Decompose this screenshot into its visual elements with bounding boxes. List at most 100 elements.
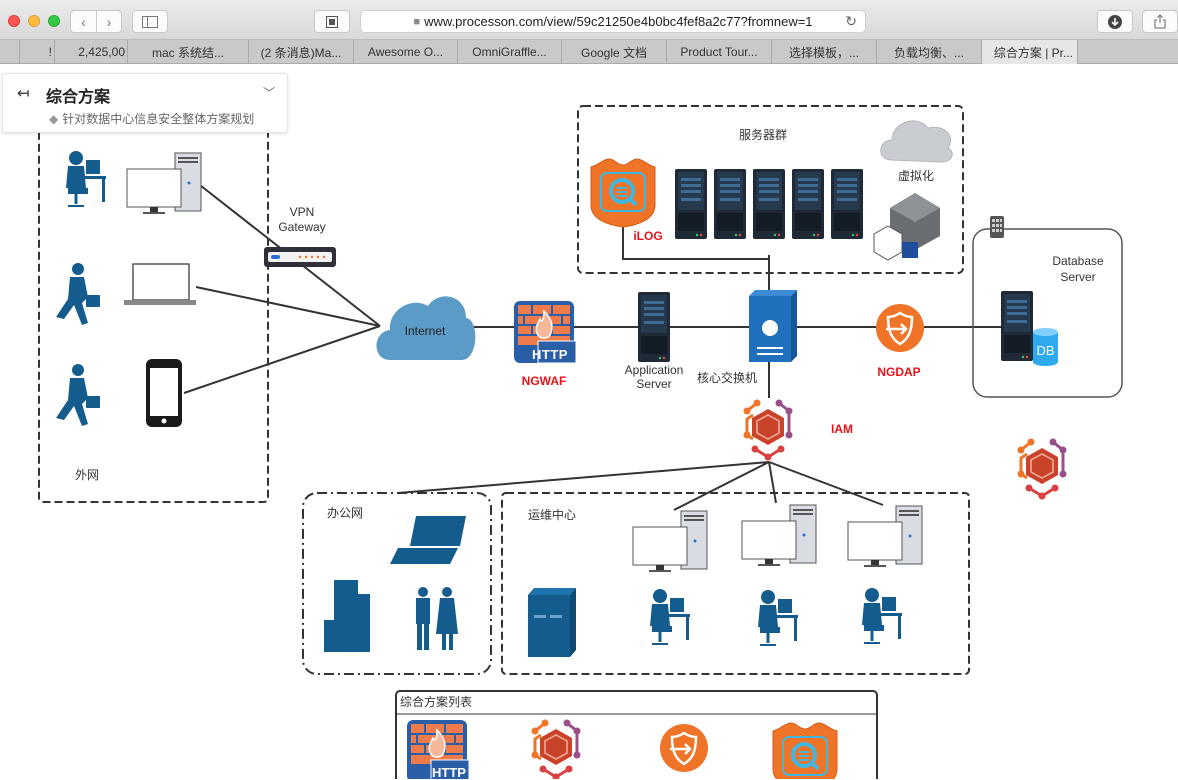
tab[interactable]: Awesome O... <box>354 40 458 64</box>
tab[interactable]: 2,425,00 <box>55 40 128 64</box>
reader-button[interactable] <box>314 10 350 33</box>
back-arrow-icon[interactable]: ↤ <box>17 85 30 102</box>
ngdap-icon <box>874 302 926 354</box>
ngdap-label: NGDAP <box>877 365 921 379</box>
server-rack-icon <box>792 169 824 239</box>
server-rack-icon <box>753 169 785 239</box>
db-server-label-line2: Server <box>1060 270 1096 284</box>
mobile-worker-icon <box>56 364 100 426</box>
iam-icon <box>742 398 794 462</box>
url-text: www.processon.com/view/59c21250e4b0bc4fe… <box>424 14 813 29</box>
tab-active[interactable]: 综合方案 | Pr... <box>982 40 1078 64</box>
tab[interactable]: 负载均衡、... <box>877 40 982 64</box>
tab[interactable]: (2 条消息)Ma... <box>249 40 354 64</box>
desktop-pc-icon <box>126 152 202 215</box>
server-rack-icon <box>675 169 707 239</box>
solution-list-title: 综合方案列表 <box>400 695 473 709</box>
database-server-rack-icon <box>1001 291 1033 361</box>
server-cluster-label: 服务器群 <box>738 128 787 142</box>
tab[interactable]: OmniGraffle... <box>458 40 562 64</box>
app-server-label-line2: Server <box>636 377 672 391</box>
tab[interactable]: 选择模板，... <box>772 40 877 64</box>
office-network-label: 办公网 <box>326 506 363 520</box>
external-network-label: 外网 <box>74 468 99 482</box>
solution-list-http-badge: HTTP <box>432 765 466 780</box>
forward-button[interactable]: › <box>96 10 122 33</box>
ngwaf-label: NGWAF <box>521 374 567 388</box>
ops-pc-icon <box>847 505 923 568</box>
document-tag: ◆针对数据中心信息安全整体方案规划 <box>49 110 254 127</box>
document-tag-text: 针对数据中心信息安全整体方案规划 <box>62 112 255 126</box>
internet-cloud-icon <box>376 296 476 360</box>
virtualization-cloud-icon <box>880 120 953 163</box>
address-bar[interactable]: ■ www.processon.com/view/59c21250e4b0bc4… <box>360 10 866 33</box>
download-icon <box>1108 14 1122 29</box>
database-cylinder-icon <box>1033 328 1058 366</box>
iam-label: IAM <box>831 422 853 436</box>
iam-standalone-icon <box>1016 437 1068 501</box>
solution-list-panel <box>395 690 878 779</box>
vpn-gateway-label-line1: VPN <box>289 205 315 219</box>
tab[interactable]: Product Tour... <box>667 40 772 64</box>
ops-center-boundary <box>501 492 970 675</box>
downloads-button[interactable] <box>1097 10 1133 33</box>
office-worker-icon <box>64 149 108 208</box>
tab-bar: ! 2,425,00 mac 系统结... (2 条消息)Ma... Aweso… <box>0 40 1178 64</box>
virtualization-cube-icon <box>873 193 940 261</box>
document-info-panel: ↤ 综合方案 ﹀ ◆针对数据中心信息安全整体方案规划 <box>2 73 288 133</box>
document-title: 综合方案 <box>46 89 111 106</box>
office-building-icon <box>324 580 370 652</box>
reader-icon <box>326 15 338 28</box>
ops-center-label: 运维中心 <box>527 508 576 522</box>
chevron-left-icon: ‹ <box>81 13 86 30</box>
mobile-worker-icon <box>56 263 100 325</box>
tab[interactable]: ! <box>20 40 55 64</box>
core-switch-label: 核心交换机 <box>696 371 757 385</box>
zoom-window-button[interactable] <box>48 15 60 27</box>
server-rack-icon <box>831 169 863 239</box>
tag-icon: ◆ <box>49 112 59 126</box>
solution-list-ilog-icon[interactable] <box>771 721 839 779</box>
ops-operator-icon <box>648 587 692 646</box>
business-people-icon <box>416 587 458 650</box>
chevron-down-icon[interactable]: ﹀ <box>262 86 275 100</box>
share-button[interactable] <box>1142 10 1178 33</box>
vpn-gateway-icon <box>264 247 336 267</box>
chevron-right-icon: › <box>106 13 112 30</box>
office-network-boundary <box>302 492 492 675</box>
minimize-window-button[interactable] <box>28 15 40 27</box>
ops-operator-icon <box>860 586 904 645</box>
ilog-label: iLOG <box>633 229 663 243</box>
solution-list-ngdap-icon[interactable] <box>658 722 710 774</box>
close-window-button[interactable] <box>8 15 20 27</box>
ops-operator-icon <box>756 588 800 647</box>
database-server-boundary <box>972 228 1123 398</box>
internet-label: Internet <box>404 324 446 338</box>
reload-icon[interactable]: ↻ <box>845 13 857 29</box>
virtualization-label: 虚拟化 <box>897 169 934 183</box>
share-icon <box>1154 14 1166 29</box>
ngwaf-http-badge: HTTP <box>532 347 568 362</box>
lock-icon: ■ <box>413 15 421 28</box>
browser-toolbar: ‹ › ■ www.processon.com/view/59c21250e4b… <box>0 0 1178 40</box>
laptop-dark-icon <box>390 516 466 564</box>
ilog-shield-icon <box>589 157 657 229</box>
tab[interactable]: Google 文档 <box>562 40 667 64</box>
ops-pc-icon <box>632 510 708 573</box>
application-server-icon <box>638 292 670 362</box>
sidebar-icon <box>142 15 158 28</box>
ops-pc-icon <box>741 504 817 567</box>
tab[interactable]: mac 系统结... <box>128 40 249 64</box>
db-badge: DB <box>1036 343 1055 358</box>
smartphone-icon <box>146 359 182 427</box>
building-icon <box>990 216 1004 238</box>
tab[interactable] <box>0 40 20 64</box>
server-cabinet-icon <box>528 588 576 657</box>
laptop-icon <box>124 263 196 305</box>
core-switch-icon <box>749 290 797 362</box>
sidebar-toggle-button[interactable] <box>132 10 168 33</box>
app-server-label-line1: Application <box>624 363 684 377</box>
db-server-label-line1: Database <box>1052 254 1104 268</box>
diagram-canvas <box>38 105 1123 779</box>
back-button[interactable]: ‹ <box>70 10 97 33</box>
